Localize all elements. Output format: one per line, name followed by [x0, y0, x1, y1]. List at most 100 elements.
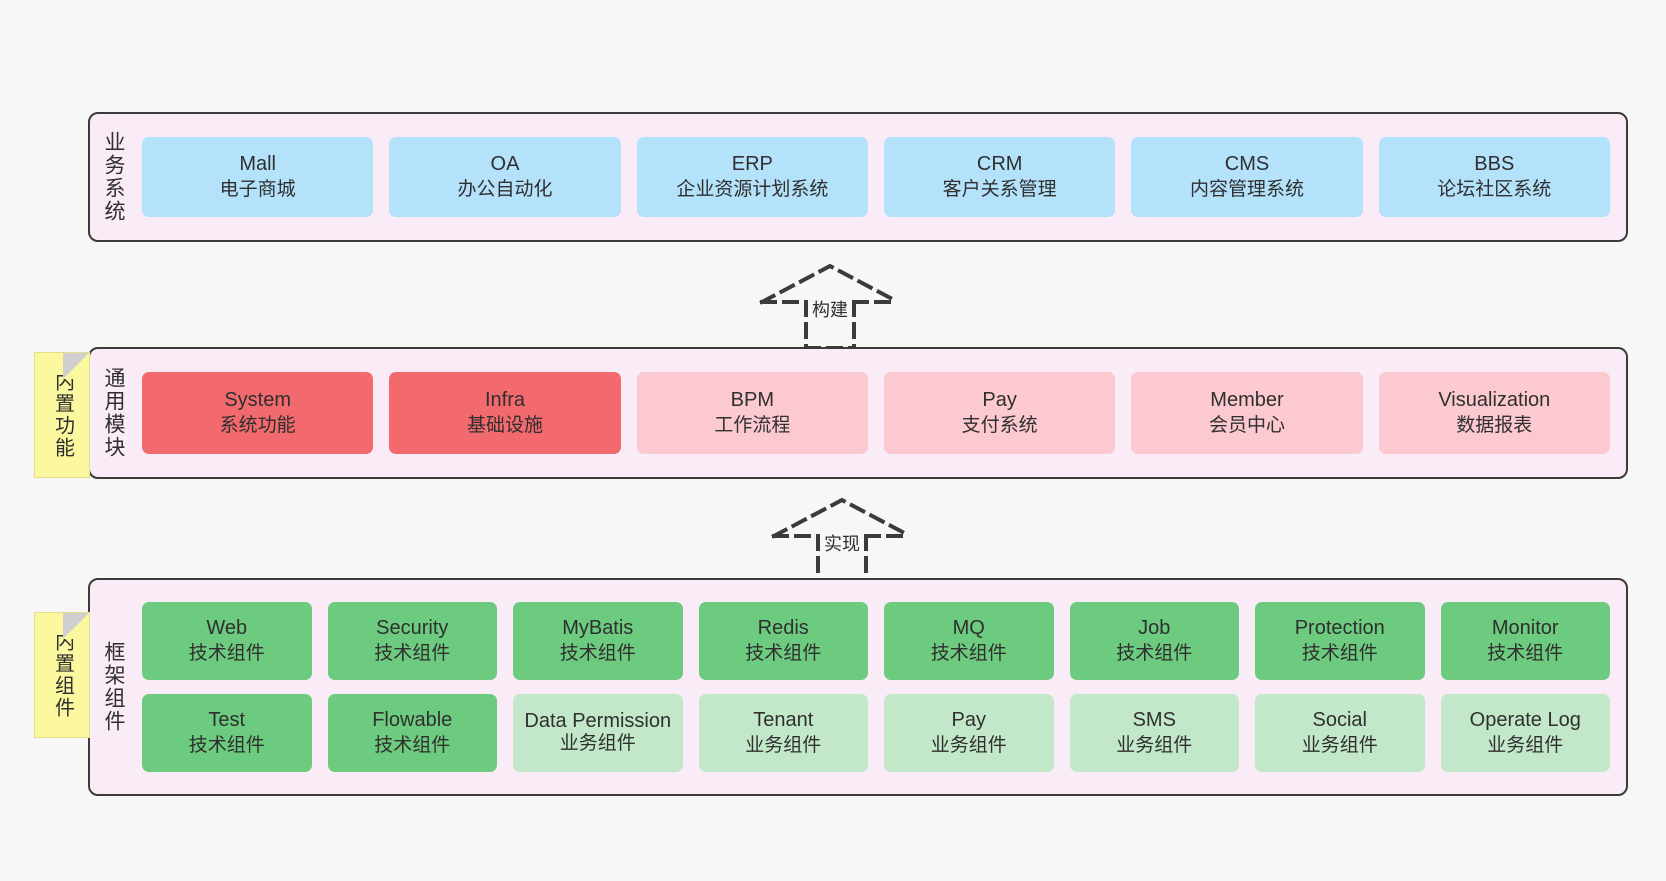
layer-title-common-modules: 通用模块: [102, 367, 126, 459]
card-subtitle: 业务组件: [559, 733, 636, 755]
card-title: OA: [490, 153, 520, 176]
card-oa[interactable]: OA 办公自动化: [389, 137, 621, 217]
card-title: Web: [206, 617, 248, 640]
layer-body-business-systems: Mall 电子商城 OA 办公自动化 ERP 企业资源计划系统 CRM 客户关系…: [136, 114, 1626, 240]
card-subtitle: 技术组件: [188, 734, 265, 756]
card-cms[interactable]: CMS 内容管理系统: [1131, 137, 1363, 217]
card-subtitle: 技术组件: [374, 642, 451, 664]
card-title: Tenant: [753, 709, 814, 732]
card-row: Mall 电子商城 OA 办公自动化 ERP 企业资源计划系统 CRM 客户关系…: [142, 137, 1610, 217]
card-crm[interactable]: CRM 客户关系管理: [883, 137, 1116, 217]
card-title: Infra: [484, 389, 525, 412]
card-row: Test 技术组件 Flowable 技术组件 Data Permission …: [142, 694, 1610, 772]
card-title: Member: [1210, 389, 1284, 412]
card-title: Mall: [239, 153, 276, 176]
card-monitor[interactable]: Monitor 技术组件: [1440, 602, 1610, 680]
card-title: Redis: [757, 617, 809, 640]
connector-build: 构建: [740, 256, 920, 352]
card-subtitle: 技术组件: [930, 642, 1007, 664]
card-subtitle: 技术组件: [1487, 642, 1564, 664]
card-subtitle: 企业资源计划系统: [676, 178, 829, 200]
sticky-note-label: 内置功能: [51, 371, 74, 459]
card-job[interactable]: Job 技术组件: [1069, 602, 1239, 680]
layer-title-business-systems: 业务系统: [102, 131, 126, 223]
card-subtitle: 论坛社区系统: [1437, 178, 1552, 200]
card-subtitle: 业务组件: [745, 734, 822, 756]
connector-implement: 实现: [752, 490, 932, 586]
card-title: Security: [376, 617, 449, 640]
card-row: System 系统功能 Infra 基础设施 BPM 工作流程 Pay 支付系统…: [142, 372, 1610, 454]
card-title: MQ: [952, 617, 985, 640]
card-subtitle: 数据报表: [1456, 414, 1533, 436]
card-pay-business[interactable]: Pay 业务组件: [884, 694, 1054, 772]
card-test[interactable]: Test 技术组件: [142, 694, 312, 772]
card-title: CRM: [976, 153, 1023, 176]
card-title: Pay: [982, 389, 1017, 412]
card-subtitle: 办公自动化: [457, 178, 553, 200]
layer-body-common-modules: System 系统功能 Infra 基础设施 BPM 工作流程 Pay 支付系统…: [136, 349, 1626, 477]
card-subtitle: 技术组件: [374, 734, 451, 756]
card-system[interactable]: System 系统功能: [142, 372, 374, 454]
card-title: Operate Log: [1469, 709, 1581, 732]
card-web[interactable]: Web 技术组件: [142, 602, 312, 680]
card-subtitle: 业务组件: [930, 734, 1007, 756]
card-bpm[interactable]: BPM 工作流程: [636, 372, 868, 454]
card-mall[interactable]: Mall 电子商城: [142, 137, 374, 217]
card-security[interactable]: Security 技术组件: [327, 602, 497, 680]
card-subtitle: 会员中心: [1208, 414, 1285, 436]
card-subtitle: 客户关系管理: [942, 178, 1057, 200]
card-title: Pay: [951, 709, 986, 732]
card-bbs[interactable]: BBS 论坛社区系统: [1378, 137, 1610, 217]
card-pay[interactable]: Pay 支付系统: [883, 372, 1116, 454]
card-title: Protection: [1294, 617, 1385, 640]
card-subtitle: 内容管理系统: [1189, 178, 1304, 200]
card-title: BPM: [730, 389, 774, 412]
card-subtitle: 工作流程: [714, 414, 791, 436]
card-title: CMS: [1224, 153, 1270, 176]
card-title: SMS: [1132, 709, 1176, 732]
card-title: Monitor: [1491, 617, 1559, 640]
card-row: Web 技术组件 Security 技术组件 MyBatis 技术组件 Redi…: [142, 602, 1610, 680]
card-subtitle: 系统功能: [219, 414, 296, 436]
card-title: Visualization: [1438, 389, 1551, 412]
layer-business-systems: 业务系统 Mall 电子商城 OA 办公自动化 ERP 企业资源计划系统 CRM…: [88, 112, 1628, 242]
sticky-note-label: 内置组件: [51, 631, 74, 719]
connector-label-build: 构建: [809, 296, 851, 322]
card-mq[interactable]: MQ 技术组件: [884, 602, 1054, 680]
card-subtitle: 电子商城: [219, 178, 296, 200]
card-title: MyBatis: [562, 617, 634, 640]
card-data-permission[interactable]: Data Permission 业务组件: [513, 694, 683, 772]
layer-body-framework-components: Web 技术组件 Security 技术组件 MyBatis 技术组件 Redi…: [136, 580, 1626, 794]
card-sms[interactable]: SMS 业务组件: [1069, 694, 1239, 772]
card-subtitle: 技术组件: [1116, 642, 1193, 664]
layer-common-modules: 通用模块 System 系统功能 Infra 基础设施 BPM 工作流程 Pay…: [88, 347, 1628, 479]
card-redis[interactable]: Redis 技术组件: [698, 602, 868, 680]
card-subtitle: 技术组件: [1301, 642, 1378, 664]
card-social[interactable]: Social 业务组件: [1255, 694, 1425, 772]
card-subtitle: 业务组件: [1487, 734, 1564, 756]
card-subtitle: 技术组件: [745, 642, 822, 664]
card-protection[interactable]: Protection 技术组件: [1255, 602, 1425, 680]
card-infra[interactable]: Infra 基础设施: [389, 372, 621, 454]
card-title: ERP: [731, 153, 773, 176]
card-mybatis[interactable]: MyBatis 技术组件: [513, 602, 683, 680]
layer-framework-components: 框架组件 Web 技术组件 Security 技术组件 MyBatis 技术组件…: [88, 578, 1628, 796]
card-title: Data Permission: [524, 709, 672, 732]
sticky-note-builtin-features: 内置功能: [34, 352, 90, 478]
card-flowable[interactable]: Flowable 技术组件: [327, 694, 497, 772]
card-title: Job: [1138, 617, 1171, 640]
layer-title-framework-components: 框架组件: [102, 641, 126, 733]
card-title: Flowable: [372, 709, 453, 732]
connector-label-implement: 实现: [821, 530, 863, 556]
card-subtitle: 业务组件: [1116, 734, 1193, 756]
card-erp[interactable]: ERP 企业资源计划系统: [636, 137, 868, 217]
card-visualization[interactable]: Visualization 数据报表: [1378, 372, 1610, 454]
card-title: Social: [1312, 709, 1367, 732]
card-subtitle: 技术组件: [559, 642, 636, 664]
card-title: Test: [208, 709, 246, 732]
card-member[interactable]: Member 会员中心: [1131, 372, 1363, 454]
card-tenant[interactable]: Tenant 业务组件: [698, 694, 868, 772]
sticky-note-builtin-components: 内置组件: [34, 612, 90, 738]
card-operate-log[interactable]: Operate Log 业务组件: [1440, 694, 1610, 772]
